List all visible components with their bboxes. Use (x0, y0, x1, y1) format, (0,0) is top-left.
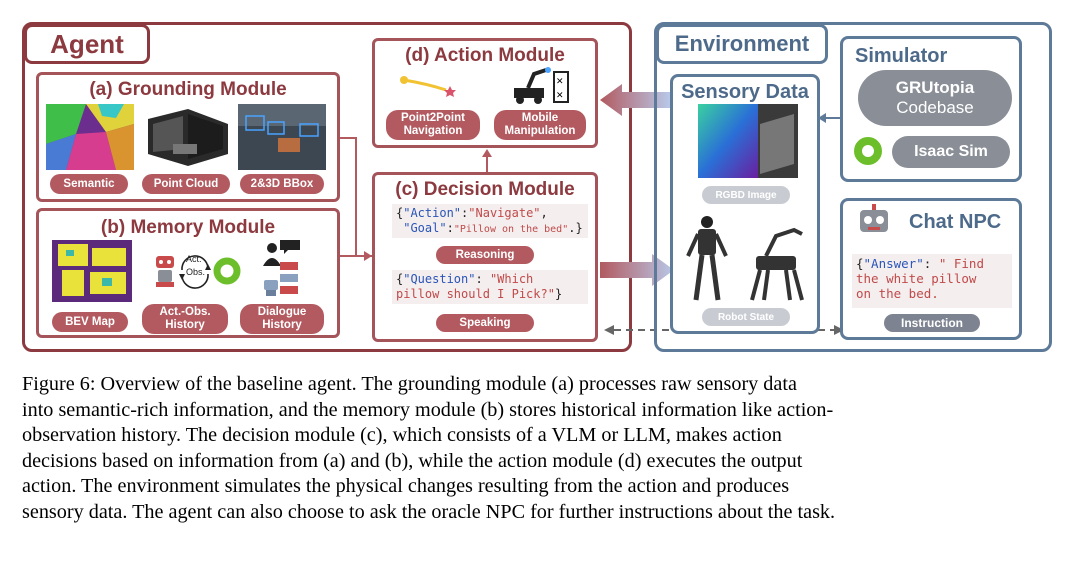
chat-bubble-icon (280, 262, 298, 294)
mobile-manipulator-icon: ✕ ✕ (514, 67, 569, 104)
humanoid-robot-icon (686, 216, 728, 301)
caption-line: into semantic-rich information, and the … (22, 398, 834, 421)
robot-state-label: Robot State (702, 308, 790, 326)
caption-line: sensory data. The agent can also choose … (22, 500, 836, 523)
bev-map-pill: BEV Map (52, 312, 128, 332)
person-icon (263, 243, 281, 266)
rgbd-image (698, 104, 798, 178)
act-obs-history-pill: Act.-Obs. History (142, 304, 228, 334)
bbox-image (238, 104, 326, 170)
robot-icon (264, 280, 278, 296)
caption-line: action. The environment simulates the ph… (22, 475, 790, 497)
npc-answer-code: {"Answer": " Find the white pillow on th… (852, 254, 1012, 308)
chat-bubble-icon (280, 240, 300, 254)
point-cloud-image (143, 104, 231, 170)
semantic-pill: Semantic (50, 174, 128, 194)
semantic-map-image (46, 104, 134, 170)
environment-label: Environment (656, 24, 828, 64)
svg-text:✕: ✕ (556, 91, 564, 101)
isaac-sim-pill: Isaac Sim (892, 136, 1010, 168)
caption-line: Figure 6: Overview of the baseline agent… (22, 373, 797, 395)
point2point-pill: Point2Point Navigation (386, 110, 480, 140)
svg-text:✕: ✕ (556, 77, 564, 87)
caption-line: observation history. The decision module… (22, 424, 782, 446)
caption-line: decisions based on information from (a) … (22, 449, 803, 472)
sensory-title: Sensory Data (681, 81, 809, 103)
cycle-act-label: Act. (186, 254, 202, 264)
bev-map-image (52, 240, 132, 302)
robot-icon (156, 256, 174, 287)
dialogue-history-pill: Dialogue History (240, 304, 324, 334)
speaking-pill: Speaking (436, 314, 534, 332)
instruction-pill: Instruction (884, 314, 980, 332)
star-icon (444, 86, 456, 97)
agent-label: Agent (24, 24, 150, 64)
quadruped-robot-icon (750, 227, 804, 301)
cycle-icon (179, 255, 211, 289)
environment-panel (654, 22, 1052, 352)
agent-panel (22, 22, 632, 352)
point-cloud-pill: Point Cloud (142, 174, 230, 194)
ring-icon (213, 257, 241, 285)
rgbd-label: RGBD Image (702, 186, 790, 204)
cycle-obs-label: Obs. (186, 267, 206, 277)
action-title: (d) Action Module (405, 45, 565, 66)
npc-robot-icon (860, 204, 888, 232)
bbox-pill: 2&3D BBox (240, 174, 324, 194)
grounding-title: (a) Grounding Module (89, 79, 287, 100)
memory-title: (b) Memory Module (100, 217, 276, 238)
simulator-title: Simulator (855, 45, 948, 67)
reasoning-code: {"Action":"Navigate", "Goal":"Pillow on … (392, 204, 588, 238)
grutopia-pill: GRUtopia Codebase (858, 70, 1012, 126)
reasoning-pill: Reasoning (436, 246, 534, 264)
mobile-manipulation-pill: Mobile Manipulation (494, 110, 586, 140)
trajectory-icon (400, 76, 456, 97)
decision-title: (c) Decision Module (395, 179, 575, 200)
figure-caption: Figure 6: Overview of the baseline agent… (22, 372, 1062, 525)
chat-npc-title: Chat NPC (909, 211, 1002, 233)
isaac-logo-icon (854, 137, 882, 165)
speaking-code: {"Question": "Which pillow should I Pick… (392, 270, 588, 304)
